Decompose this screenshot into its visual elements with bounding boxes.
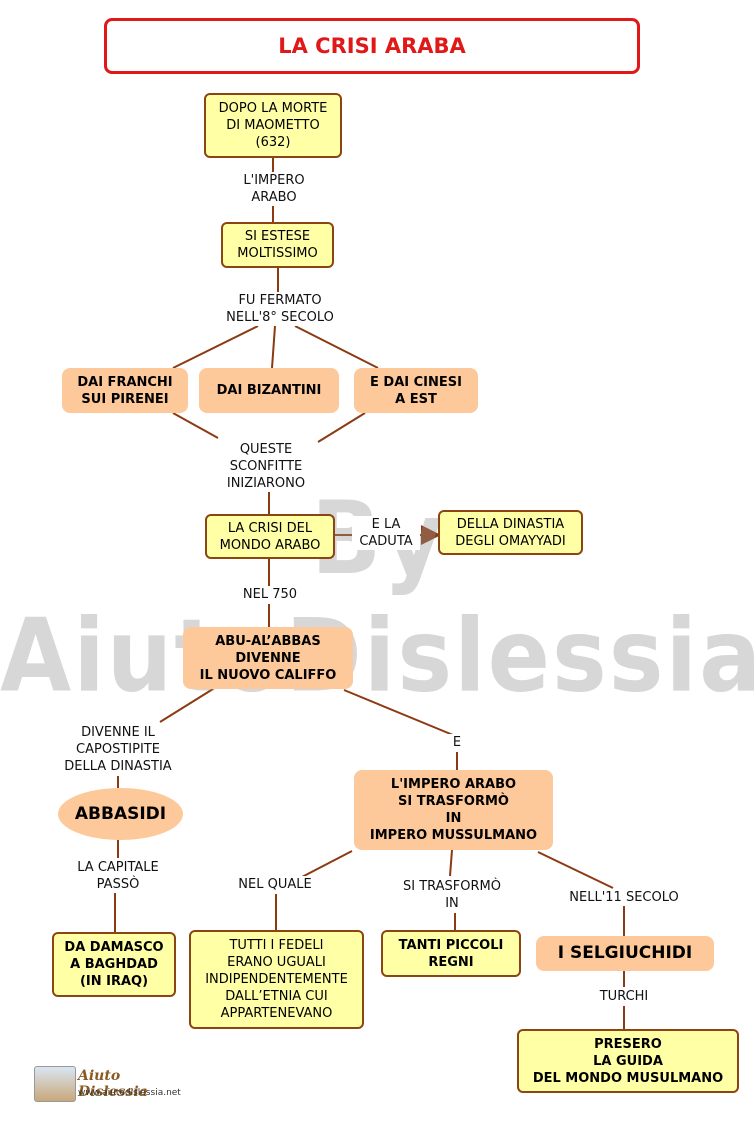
logo-url: www.aiutodislessia.net — [78, 1088, 181, 1098]
node-abu-al-abbas: ABU-AL’ABBAS DIVENNE IL NUOVO CALIFFO — [183, 627, 353, 689]
node-crisi-mondo-arabo: LA CRISI DEL MONDO ARABO — [205, 514, 335, 559]
node-cinesi: E DAI CINESI A EST — [354, 368, 478, 413]
label-nell-11-secolo: NELL'11 SECOLO — [558, 889, 690, 906]
label-nel-quale: NEL QUALE — [230, 876, 320, 893]
label-e: E — [448, 734, 466, 751]
label-si-trasformo-in: SI TRASFORMÒ IN — [393, 878, 511, 912]
node-abbasidi: ABBASIDI — [58, 788, 183, 840]
logo-brand: Aiuto Dislessia — [78, 1068, 148, 1100]
logo-badge-icon — [34, 1066, 76, 1102]
node-damasco-baghdad: DA DAMASCO A BAGHDAD (IN IRAQ) — [52, 932, 176, 997]
title-box: LA CRISI ARABA — [104, 18, 640, 74]
node-si-estese: SI ESTESE MOLTISSIMO — [221, 222, 334, 268]
label-nel-750: NEL 750 — [236, 586, 304, 603]
node-franchi: DAI FRANCHI SUI PIRENEI — [62, 368, 188, 413]
node-bizantini: DAI BIZANTINI — [199, 368, 339, 413]
label-fu-fermato: FU FERMATO NELL'8° SECOLO — [214, 292, 346, 326]
label-impero-arabo: L'IMPERO ARABO — [230, 172, 318, 206]
node-selgiuchidi: I SELGIUCHIDI — [536, 936, 714, 971]
label-turchi: TURCHI — [592, 988, 656, 1005]
node-omayyadi: DELLA DINASTIA DEGLI OMAYYADI — [438, 510, 583, 555]
label-e-la-caduta: E LA CADUTA — [352, 516, 420, 550]
node-fedeli-uguali: TUTTI I FEDELI ERANO UGUALI INDIPENDENTE… — [189, 930, 364, 1029]
node-morte-maometto: DOPO LA MORTE DI MAOMETTO (632) — [204, 93, 342, 158]
label-la-capitale: LA CAPITALE PASSÒ — [64, 859, 172, 893]
aiuto-dislessia-logo: Aiuto Dislessia www.aiutodislessia.net — [34, 1066, 184, 1104]
label-queste-sconfitte: QUESTE SCONFITTE INIZIARONO — [216, 441, 316, 492]
node-impero-mussulmano: L'IMPERO ARABO SI TRASFORMÒ IN IMPERO MU… — [354, 770, 553, 850]
node-guida-mondo: PRESERO LA GUIDA DEL MONDO MUSULMANO — [517, 1029, 739, 1093]
node-piccoli-regni: TANTI PICCOLI REGNI — [381, 930, 521, 977]
page-title: LA CRISI ARABA — [278, 34, 466, 58]
label-capostipite: DIVENNE IL CAPOSTIPITE DELLA DINASTIA — [60, 724, 176, 775]
